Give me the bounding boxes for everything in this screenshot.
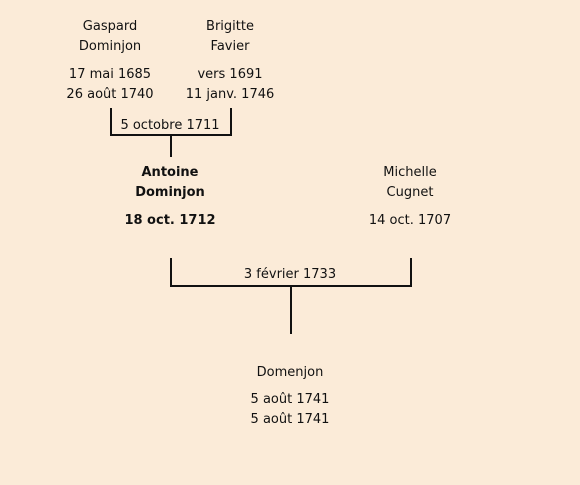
person-first-name: Gaspard bbox=[82, 19, 138, 34]
person-last-name: Dominjon bbox=[78, 39, 142, 54]
person-first-name: Brigitte bbox=[206, 19, 254, 34]
marriage-date: 3 février 1733 bbox=[243, 267, 337, 282]
connector-line bbox=[110, 134, 232, 136]
connector-line bbox=[230, 108, 232, 136]
person-birth-date: 17 mai 1685 bbox=[68, 67, 152, 82]
connector-line bbox=[410, 258, 412, 287]
person-first-name: Michelle bbox=[383, 165, 437, 180]
person-birth-date: 18 oct. 1712 bbox=[124, 213, 216, 228]
marriage-date: 5 octobre 1711 bbox=[120, 118, 220, 133]
person-birth-date: vers 1691 bbox=[197, 67, 263, 82]
person-birth-date: 5 août 1741 bbox=[250, 392, 330, 407]
connector-line bbox=[290, 287, 292, 334]
person-last-name: Cugnet bbox=[386, 185, 434, 200]
person-death-date: 11 janv. 1746 bbox=[185, 87, 275, 102]
connector-line bbox=[170, 136, 172, 157]
person-last-name: Dominjon bbox=[135, 185, 205, 200]
person-death-date: 5 août 1741 bbox=[250, 412, 330, 427]
person-name: Domenjon bbox=[256, 365, 324, 380]
connector-line bbox=[110, 108, 112, 136]
connector-line bbox=[170, 258, 172, 287]
person-death-date: 26 août 1740 bbox=[66, 87, 154, 102]
person-first-name: Antoine bbox=[141, 165, 199, 180]
connector-line bbox=[170, 285, 412, 287]
person-last-name: Favier bbox=[210, 39, 250, 54]
person-birth-date: 14 oct. 1707 bbox=[368, 213, 452, 228]
